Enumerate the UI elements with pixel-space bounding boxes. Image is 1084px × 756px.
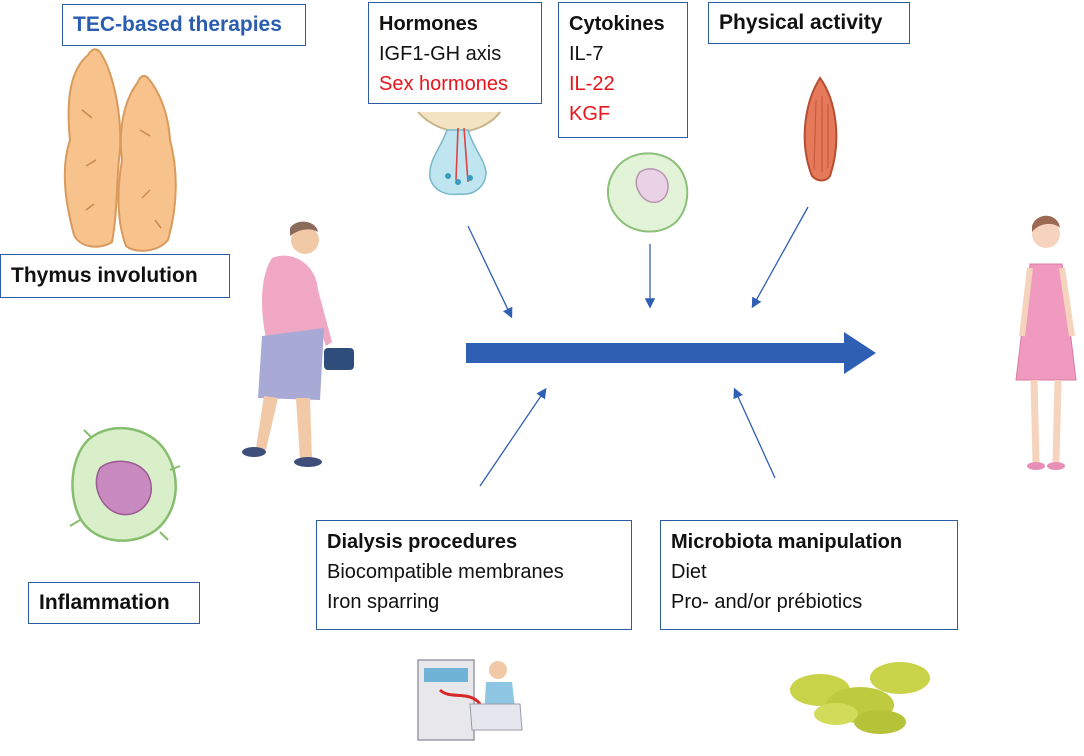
hormones-box: Hormones IGF1-GH axis Sex hormones bbox=[368, 2, 542, 104]
young-woman-illustration bbox=[1015, 215, 1077, 470]
thymus-involution-label: Thymus involution bbox=[11, 264, 198, 287]
dialysis-item: Biocompatible membranes bbox=[327, 561, 564, 583]
tec-therapies-box: TEC-based therapies bbox=[62, 4, 306, 46]
inflammation-box: Inflammation bbox=[28, 582, 200, 624]
microbiota-box: Microbiota manipulation Diet Pro- and/or… bbox=[660, 520, 958, 630]
physical-activity-box: Physical activity bbox=[708, 2, 910, 44]
cytokines-title: Cytokines bbox=[569, 13, 665, 35]
physical-activity-label: Physical activity bbox=[719, 11, 883, 34]
cytokines-item: IL-22 bbox=[569, 73, 615, 95]
dialysis-title: Dialysis procedures bbox=[327, 531, 518, 553]
lymphocyte-illustration bbox=[607, 152, 689, 233]
hormones-item: Sex hormones bbox=[379, 73, 508, 95]
arrow-physical-activity bbox=[751, 206, 809, 309]
hormones-item: IGF1-GH axis bbox=[379, 43, 502, 65]
dialysis-item: Iron sparring bbox=[327, 591, 440, 613]
arrow-hormones bbox=[467, 225, 513, 319]
elderly-woman-illustration bbox=[242, 221, 354, 467]
main-progress-arrow bbox=[466, 332, 876, 374]
arrow-dialysis bbox=[479, 387, 547, 487]
microbiota-illustration bbox=[790, 662, 930, 734]
inflammatory-cell-illustration bbox=[69, 426, 181, 542]
tec-therapies-label: TEC-based therapies bbox=[73, 13, 282, 36]
arrow-microbiota bbox=[733, 387, 776, 479]
dialysis-box: Dialysis procedures Biocompatible membra… bbox=[316, 520, 632, 630]
thymus-illustration bbox=[63, 48, 177, 252]
hormones-title: Hormones bbox=[379, 13, 478, 35]
dialysis-illustration bbox=[417, 659, 523, 741]
microbiota-title: Microbiota manipulation bbox=[671, 531, 903, 553]
cytokines-box: Cytokines IL-7 IL-22 KGF bbox=[558, 2, 688, 138]
thymus-involution-box: Thymus involution bbox=[0, 254, 230, 298]
pituitary-illustration bbox=[417, 111, 501, 196]
cytokines-item: IL-7 bbox=[569, 43, 604, 65]
cytokines-item: KGF bbox=[569, 103, 611, 125]
inflammation-label: Inflammation bbox=[39, 591, 170, 614]
muscle-illustration bbox=[803, 76, 838, 182]
microbiota-item: Diet bbox=[671, 561, 707, 583]
microbiota-item: Pro- and/or prébiotics bbox=[671, 591, 863, 613]
